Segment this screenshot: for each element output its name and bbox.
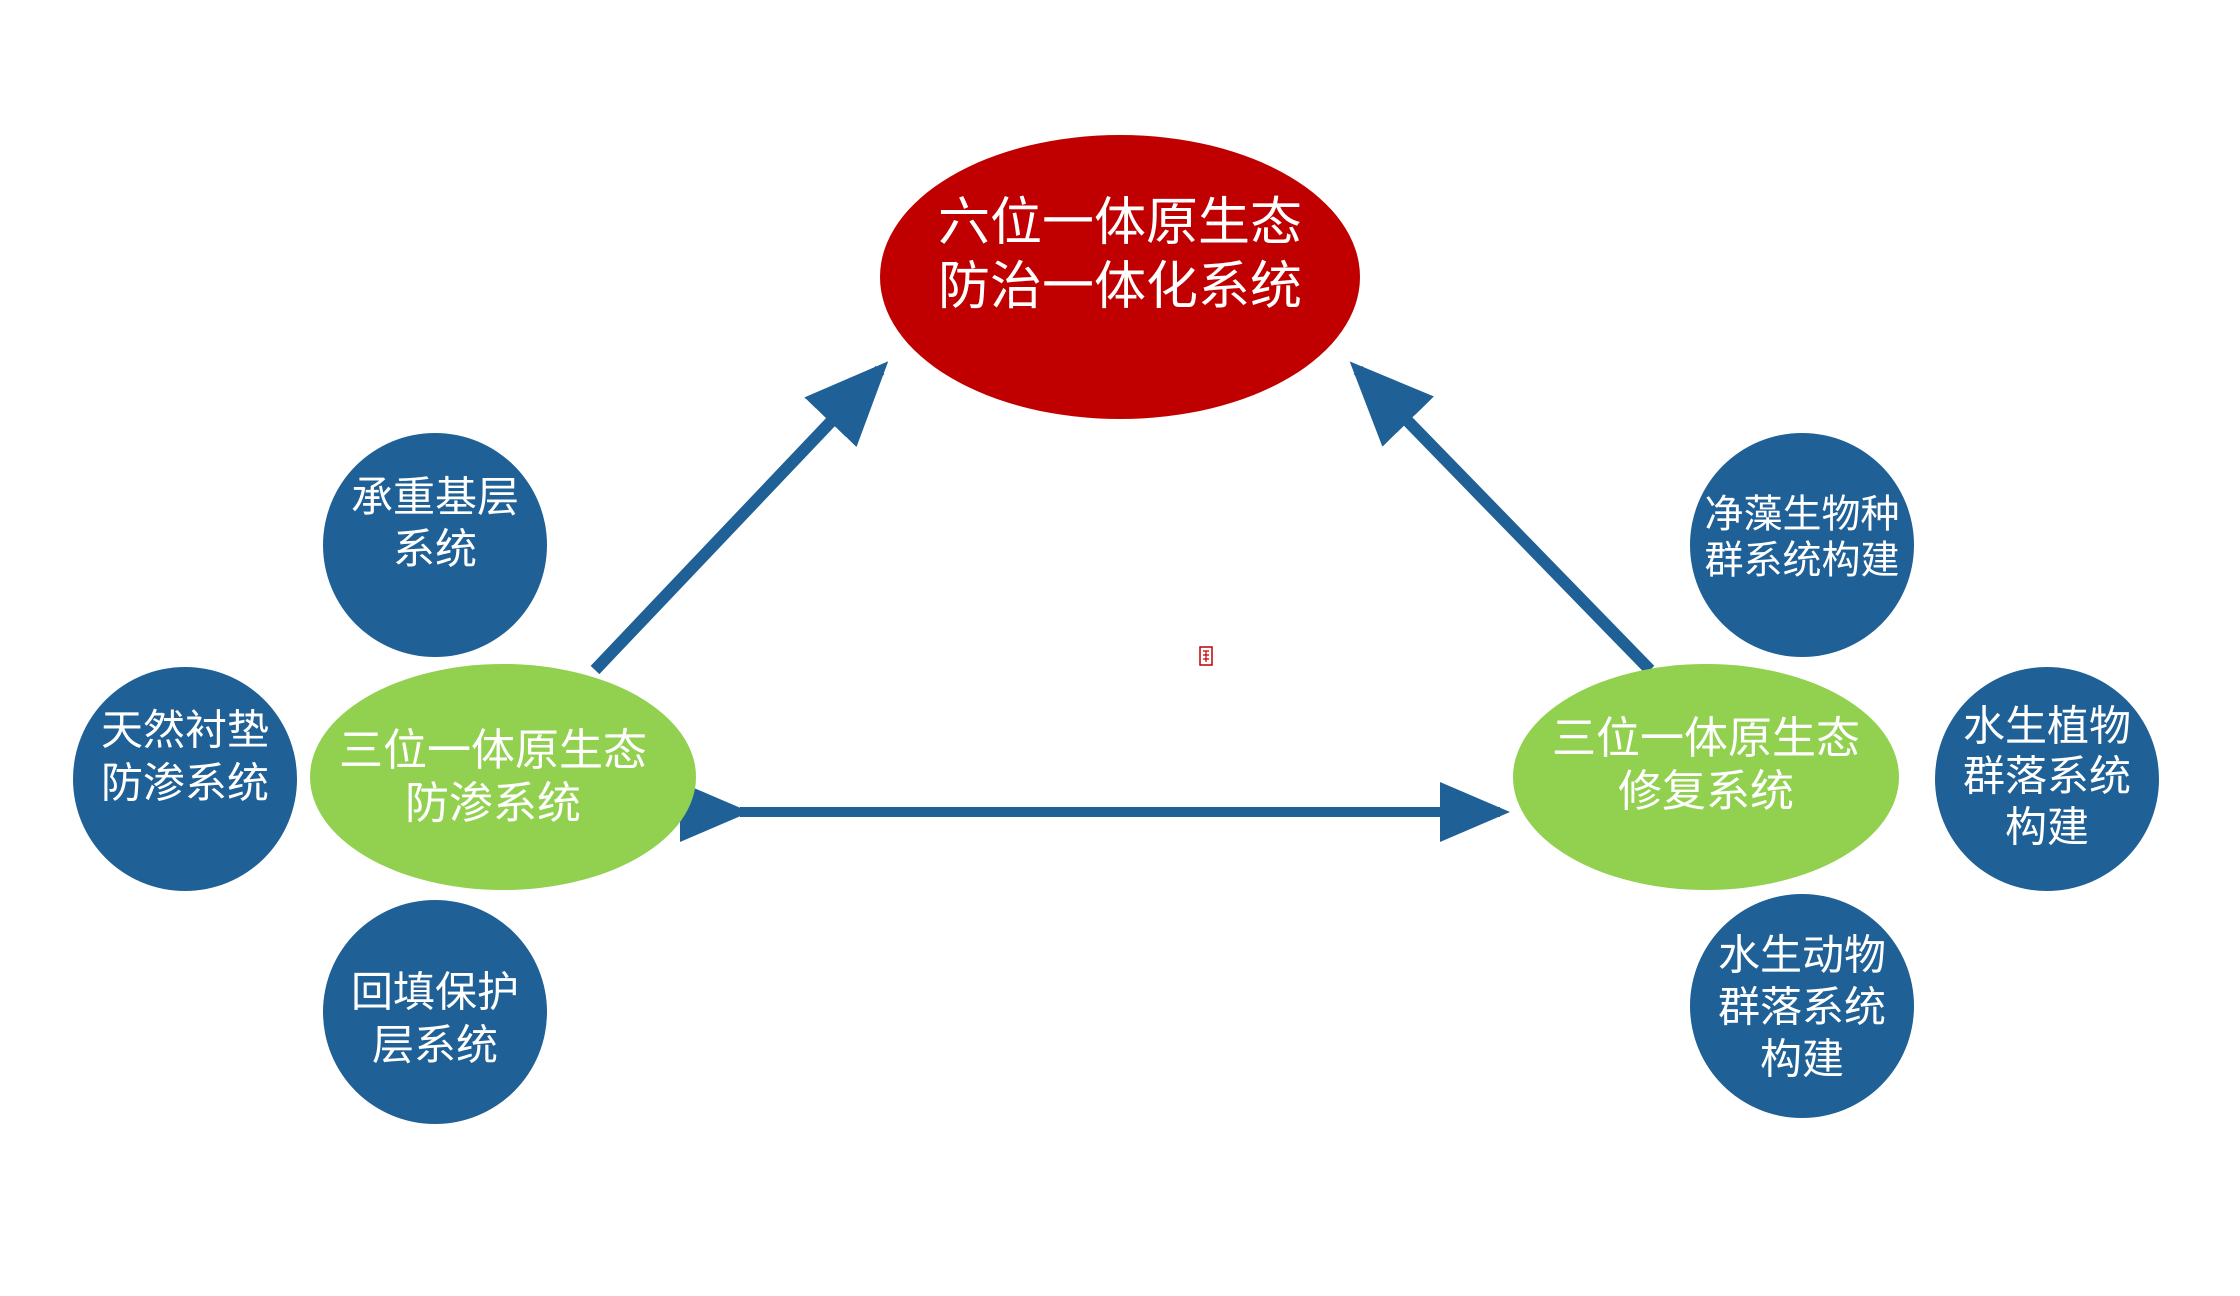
arrow-right-to-center [1349,361,1655,675]
leaf-aquatic-animal-community: 水生动物 群落系统 构建 [1690,894,1914,1118]
seal-mark-icon [1199,646,1213,666]
left-hub-node: 三位一体原生态 防渗系统 [310,664,696,890]
leaf-line2: 系统 [393,525,477,574]
leaf-line1: 净藻生物种 [1704,493,1899,538]
leaf-line1: 天然衬垫 [101,706,269,755]
leaf-line2: 群落系统 [1718,983,1886,1032]
right-hub-line1: 三位一体原生态 [1552,713,1860,764]
right-hub-node: 三位一体原生态 修复系统 [1513,664,1899,890]
leaf-line1: 水生动物 [1718,931,1886,980]
leaf-line1: 水生植物 [1963,702,2131,751]
left-hub-line2: 防渗系统 [405,778,581,829]
leaf-line2: 层系统 [372,1021,498,1070]
leaf-line3: 构建 [2005,803,2089,852]
center-node-line1: 六位一体原生态 [938,193,1302,253]
leaf-aquatic-plant-community: 水生植物 群落系统 构建 [1935,667,2159,891]
leaf-line2: 群落系统 [1963,752,2131,801]
leaf-load-bearing-base: 承重基层 系统 [323,433,547,657]
left-hub-line1: 三位一体原生态 [339,725,647,776]
leaf-backfill-protection: 回填保护 层系统 [323,900,547,1124]
leaf-algae-purifying-community: 净藻生物种 群系统构建 [1690,433,1914,657]
leaf-line2: 防渗系统 [101,759,269,808]
leaf-line1: 承重基层 [351,473,519,522]
leaf-line2: 群系统构建 [1704,539,1899,584]
center-node: 六位一体原生态 防治一体化系统 [880,135,1360,419]
leaf-line1: 回填保护 [351,968,519,1017]
center-node-line2: 防治一体化系统 [938,257,1302,317]
leaf-natural-liner: 天然衬垫 防渗系统 [73,667,297,891]
right-hub-line2: 修复系统 [1618,766,1794,817]
leaf-line3: 构建 [1760,1035,1844,1084]
arrow-left-to-center [590,361,889,675]
